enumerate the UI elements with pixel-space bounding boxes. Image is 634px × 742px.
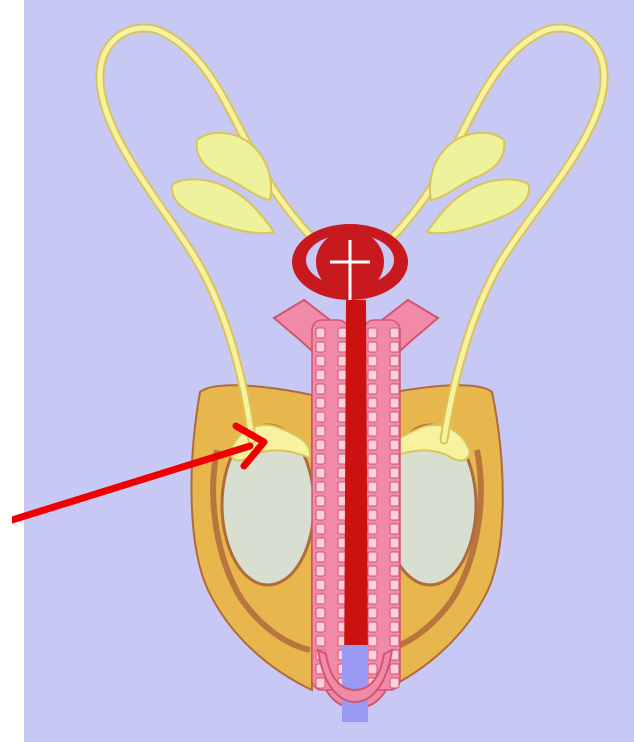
tissue-cell	[390, 496, 399, 506]
urethra	[344, 300, 368, 701]
tissue-cell	[390, 636, 399, 646]
tissue-cell	[368, 510, 377, 520]
tissue-cell	[316, 342, 325, 352]
tissue-cell	[368, 608, 377, 618]
tissue-cell	[368, 328, 377, 338]
tissue-cell	[390, 468, 399, 478]
tissue-cell	[316, 538, 325, 548]
tissue-cell	[390, 384, 399, 394]
tissue-cell	[390, 342, 399, 352]
tissue-cell	[316, 678, 325, 688]
tissue-cell	[316, 524, 325, 534]
tissue-cell	[368, 636, 377, 646]
urethra-outflow-tube	[342, 645, 368, 722]
tissue-cell	[368, 356, 377, 366]
tissue-cell	[368, 482, 377, 492]
tissue-cell	[316, 398, 325, 408]
tissue-cell	[368, 524, 377, 534]
tissue-cell	[390, 426, 399, 436]
tissue-cell	[368, 412, 377, 422]
reproductive-system-diagram	[12, 0, 634, 742]
tissue-cell	[390, 510, 399, 520]
tissue-cell	[316, 510, 325, 520]
tissue-cell	[316, 468, 325, 478]
tissue-cell	[368, 496, 377, 506]
tissue-cell	[368, 622, 377, 632]
tissue-cell	[316, 356, 325, 366]
tissue-cell	[390, 440, 399, 450]
tissue-cell	[316, 580, 325, 590]
tissue-cell	[390, 664, 399, 674]
tissue-cell	[316, 566, 325, 576]
tissue-cell	[368, 580, 377, 590]
tissue-cell	[368, 384, 377, 394]
tissue-cell	[368, 370, 377, 380]
tissue-cell	[390, 538, 399, 548]
tissue-cell	[316, 412, 325, 422]
tissue-cell	[338, 328, 347, 338]
tissue-cell	[316, 608, 325, 618]
tissue-cell	[316, 426, 325, 436]
tissue-cell	[368, 398, 377, 408]
tissue-cell	[390, 356, 399, 366]
tissue-cell	[390, 678, 399, 688]
tissue-cell	[316, 440, 325, 450]
tissue-cell	[338, 342, 347, 352]
tissue-cell	[390, 608, 399, 618]
tissue-cell	[368, 454, 377, 464]
tissue-cell	[390, 622, 399, 632]
tissue-cell	[368, 440, 377, 450]
tissue-cell	[316, 370, 325, 380]
tissue-cell	[390, 524, 399, 534]
tissue-cell	[316, 482, 325, 492]
tissue-cell	[390, 594, 399, 604]
tissue-cell	[390, 482, 399, 492]
tissue-cell	[368, 650, 377, 660]
tissue-cell	[316, 636, 325, 646]
tissue-cell	[368, 426, 377, 436]
tissue-cell	[316, 328, 325, 338]
tissue-cell	[316, 496, 325, 506]
tissue-cell	[316, 594, 325, 604]
prostate-gland	[292, 224, 408, 300]
tissue-cell	[390, 552, 399, 562]
tissue-cell	[368, 566, 377, 576]
tissue-cell	[316, 454, 325, 464]
tissue-cell	[390, 580, 399, 590]
diagram-frame	[12, 0, 634, 742]
tissue-cell	[368, 664, 377, 674]
tissue-cell	[390, 328, 399, 338]
tissue-cell	[390, 370, 399, 380]
tissue-cell	[316, 384, 325, 394]
tissue-cell	[368, 594, 377, 604]
tissue-cell	[368, 342, 377, 352]
tissue-cell	[368, 538, 377, 548]
tissue-cell	[316, 622, 325, 632]
tissue-cell	[390, 454, 399, 464]
tissue-cell	[338, 356, 347, 366]
tissue-cell	[368, 552, 377, 562]
tissue-cell	[390, 398, 399, 408]
tissue-cell	[390, 566, 399, 576]
tissue-cell	[390, 412, 399, 422]
tissue-cell	[368, 468, 377, 478]
tissue-cell	[316, 552, 325, 562]
